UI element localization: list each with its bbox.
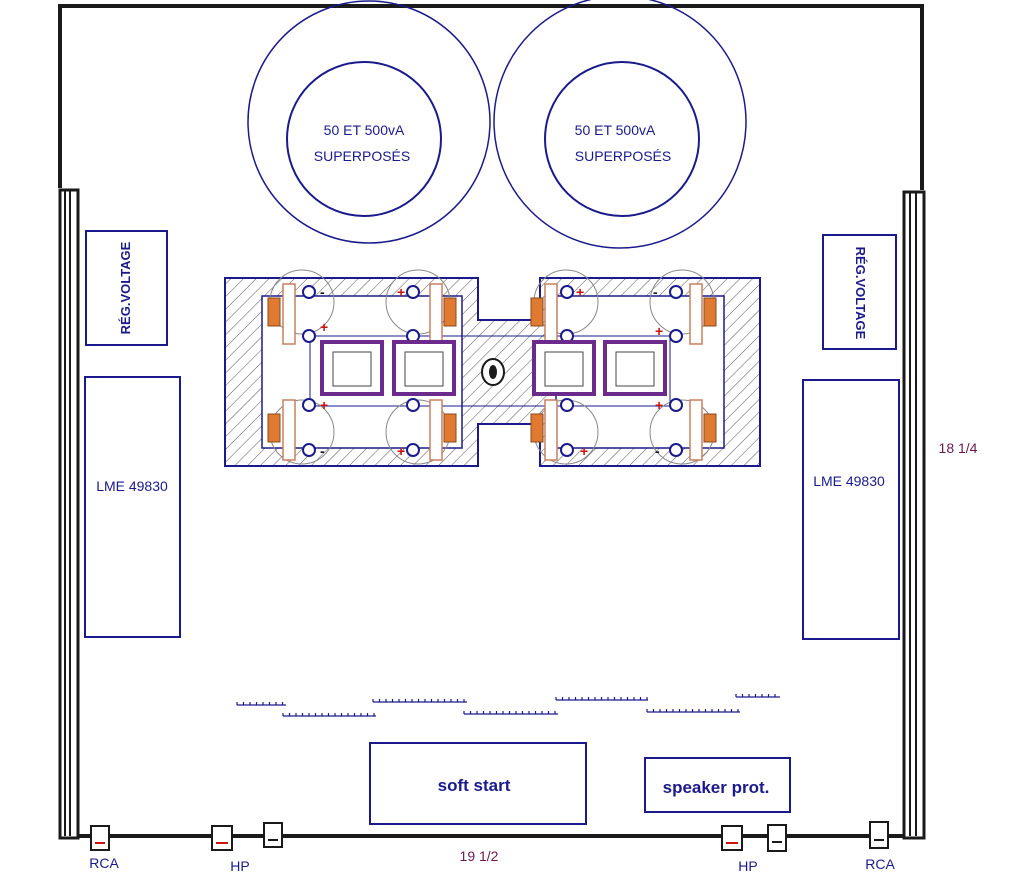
hp-right-label: HP — [738, 858, 757, 874]
regulator-tabs — [267, 297, 717, 443]
terminal-strips — [236, 694, 780, 717]
output-device — [603, 340, 667, 396]
chassis-outline — [58, 4, 926, 840]
rca-right-label: RCA — [865, 856, 895, 872]
mounting-hole — [481, 358, 505, 386]
polarity-minus: - — [653, 284, 658, 300]
voltage-regulator-right-label: RÉG.VOLTAGE — [853, 247, 868, 340]
output-device — [532, 340, 596, 396]
speaker-protection-label: speaker prot. — [663, 778, 770, 797]
polarity-minus: - — [655, 443, 660, 459]
transformer-left-rating: 50 ET 500vA — [324, 122, 405, 138]
hp-jack-right-black — [767, 824, 787, 852]
dimension-width: 19 1/2 — [460, 848, 499, 864]
hp-jack-right-red — [721, 825, 743, 851]
power-resistors — [282, 283, 703, 461]
power-supply-assembly: + + + + + + + + - - - - — [224, 269, 761, 467]
transformer-right: 50 ET 500vA SUPERPOSÉS — [493, 0, 747, 249]
polarity-plus: + — [576, 284, 584, 300]
right-side-rail — [902, 190, 926, 840]
rca-left-label: RCA — [89, 855, 119, 871]
amplifier-board-left-label: LME 49830 — [96, 478, 168, 494]
polarity-plus: + — [580, 443, 588, 459]
voltage-regulator-left-label: RÉG.VOLTAGE — [118, 241, 133, 334]
transformer-right-note: SUPERPOSÉS — [575, 148, 671, 164]
speaker-protection-module: speaker prot. — [644, 757, 791, 813]
polarity-plus: + — [655, 323, 663, 339]
hp-jack-left-red — [211, 825, 233, 851]
hp-jack-left-black — [263, 822, 283, 848]
hp-left-label: HP — [230, 858, 249, 874]
amplifier-board-right: LME 49830 — [802, 379, 900, 640]
voltage-regulator-left: RÉG.VOLTAGE — [85, 230, 168, 346]
amplifier-board-right-label: LME 49830 — [813, 473, 885, 489]
polarity-plus: + — [655, 397, 663, 413]
amplifier-board-left: LME 49830 — [84, 376, 181, 638]
output-device — [320, 340, 384, 396]
output-device — [392, 340, 456, 396]
polarity-plus: + — [397, 284, 405, 300]
polarity-minus: - — [320, 284, 325, 300]
polarity-minus: - — [320, 443, 325, 459]
rear-connectors: RCA HP HP RCA — [89, 821, 895, 874]
transformer-left: 50 ET 500vA SUPERPOSÉS — [247, 0, 491, 244]
polarity-plus: + — [320, 319, 328, 335]
rca-jack-left — [90, 825, 110, 851]
output-devices — [320, 340, 667, 396]
voltage-regulator-right: RÉG.VOLTAGE — [822, 234, 897, 350]
dimension-depth: 18 1/4 — [939, 440, 978, 456]
transformer-right-rating: 50 ET 500vA — [575, 122, 656, 138]
soft-start-module: soft start — [369, 742, 587, 825]
soft-start-label: soft start — [438, 776, 511, 795]
capacitor-terminals — [302, 285, 683, 457]
transformer-left-note: SUPERPOSÉS — [314, 148, 410, 164]
polarity-plus: + — [397, 443, 405, 459]
polarity-plus: + — [320, 397, 328, 413]
rca-jack-right — [869, 821, 889, 849]
